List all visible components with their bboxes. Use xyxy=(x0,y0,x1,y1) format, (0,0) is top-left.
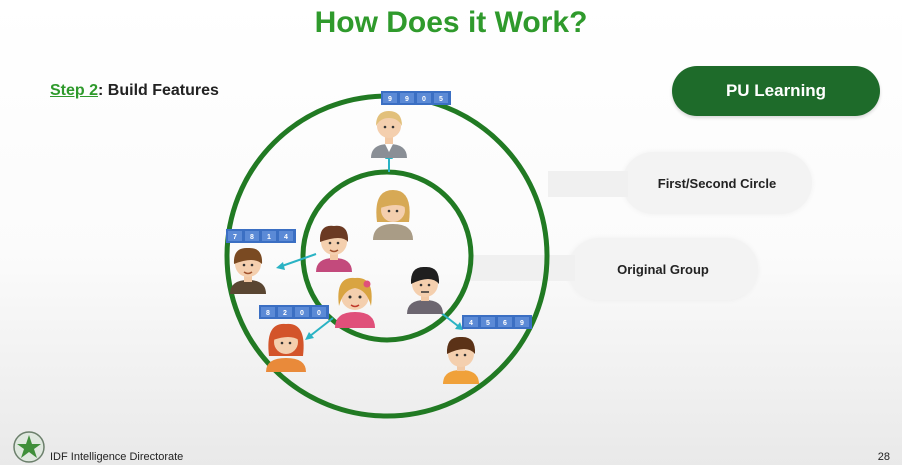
fv-br-2: 6 xyxy=(503,320,507,327)
fv-top-3: 5 xyxy=(439,96,443,103)
fv-top-0: 9 xyxy=(388,96,392,103)
idf-logo-icon xyxy=(13,431,45,463)
fv-top-1: 9 xyxy=(405,96,409,103)
person-avatar-left-outer xyxy=(230,247,266,294)
arrow-bottom-left xyxy=(309,317,334,337)
person-avatar-top xyxy=(371,111,407,158)
arrow-bottom-right-head xyxy=(455,322,463,330)
arrow-bottom-left-head xyxy=(305,332,314,340)
original-group-label: Original Group xyxy=(568,238,758,300)
person-avatar-redhead-outer xyxy=(266,323,306,372)
fv-bl-3: 0 xyxy=(317,310,321,317)
fv-left-0: 7 xyxy=(233,234,237,241)
first-second-circle-label: First/Second Circle xyxy=(622,152,812,214)
fv-left-1: 8 xyxy=(250,234,254,241)
page-number: 28 xyxy=(877,451,890,463)
person-avatar-blonde-inner xyxy=(373,190,413,240)
fv-bl-0: 8 xyxy=(266,310,270,317)
fv-br-1: 5 xyxy=(486,320,490,327)
fv-bl-2: 0 xyxy=(300,310,304,317)
step-label: Step 2 xyxy=(50,82,99,99)
person-avatar-girl-inner xyxy=(335,277,375,328)
inner-circle xyxy=(300,169,474,343)
feature-vector-top: 9 9 0 5 xyxy=(381,91,451,105)
step-text: : Build Features xyxy=(98,82,219,99)
step-heading: Step 2: Build Features xyxy=(50,82,219,100)
person-avatar-bottom-right-outer xyxy=(443,336,479,384)
arrow-bottom-right xyxy=(439,311,459,327)
arrow-left xyxy=(281,253,317,267)
arrow-left-head xyxy=(276,262,285,270)
feature-vector-bottom-left: 8 2 0 0 xyxy=(259,305,329,319)
footer-org: IDF Intelligence Directorate xyxy=(50,451,184,463)
pu-learning-button[interactable]: PU Learning xyxy=(672,66,880,116)
person-avatar-black-hair-inner xyxy=(407,266,443,314)
fv-br-3: 9 xyxy=(520,320,524,327)
fv-bl-1: 2 xyxy=(283,310,287,317)
person-avatar-brown-hair-inner xyxy=(316,225,352,272)
fv-br-0: 4 xyxy=(469,320,473,327)
fv-top-2: 0 xyxy=(422,96,426,103)
fv-left-3: 4 xyxy=(284,234,288,241)
slide-title: How Does it Work? xyxy=(314,6,588,39)
feature-vector-left: 7 8 1 4 xyxy=(226,229,296,243)
feature-vector-bottom-right: 4 5 6 9 xyxy=(462,315,532,329)
fv-left-2: 1 xyxy=(267,234,271,241)
